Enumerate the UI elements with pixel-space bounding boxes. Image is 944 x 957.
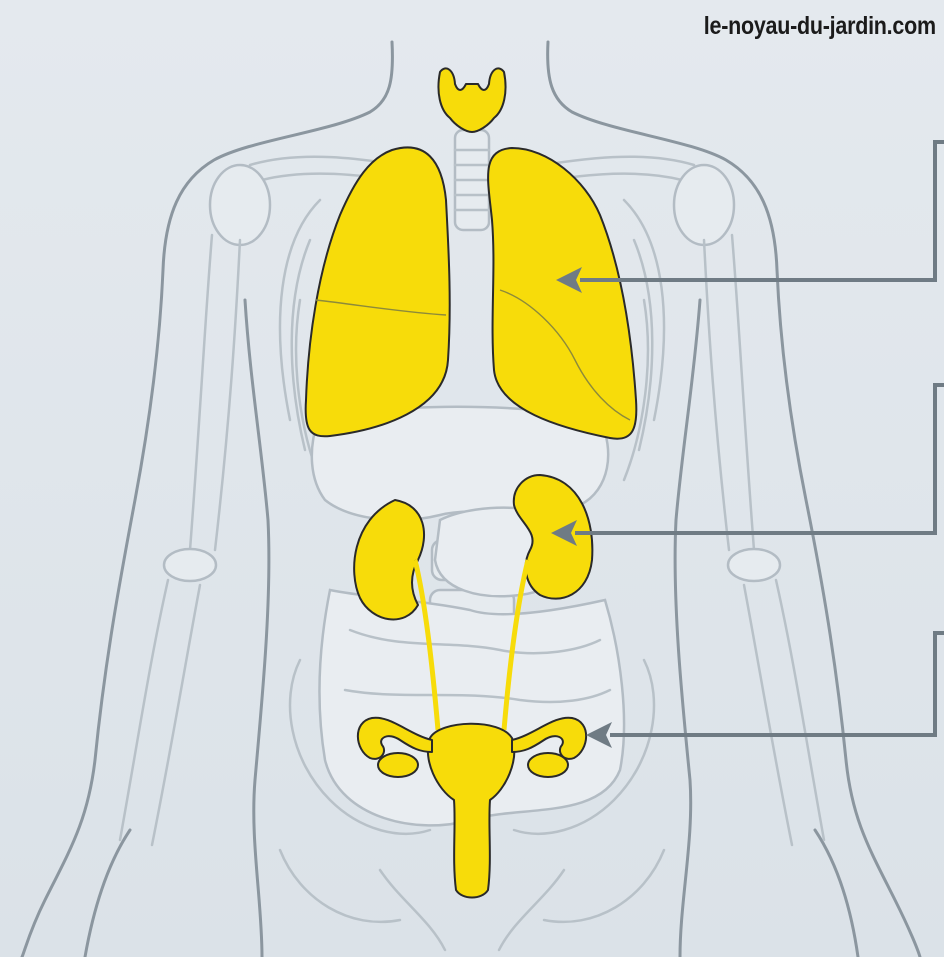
right-lung — [488, 148, 636, 439]
left-lung — [306, 147, 450, 436]
left-ovary — [378, 753, 418, 777]
ovaries-pointer-line — [610, 633, 944, 735]
thyroid-gland — [438, 68, 505, 132]
right-ovary — [528, 753, 568, 777]
